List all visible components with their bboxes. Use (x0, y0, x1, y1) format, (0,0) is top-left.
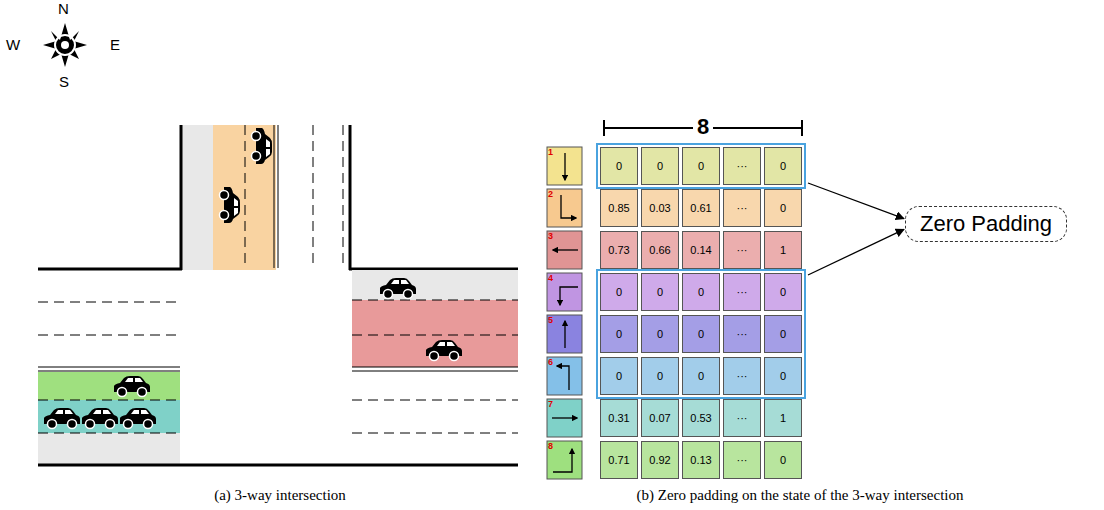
compass-rose (43, 23, 87, 67)
road (38, 125, 518, 465)
dimension-label: 8 (693, 114, 713, 140)
table-cell: 0 (600, 315, 638, 353)
table-cell: 0.31 (600, 399, 638, 437)
table-cell: 0 (641, 273, 679, 311)
callout-number: 6 (548, 357, 553, 367)
movement-icon (547, 147, 582, 479)
callout-number: 5 (548, 315, 553, 325)
table-cell: 0 (764, 357, 802, 395)
table-cell: 0 (764, 147, 802, 185)
table-cell: 0.85 (600, 189, 638, 227)
table-cell: 0.53 (682, 399, 720, 437)
table-cell: 0.71 (600, 441, 638, 479)
table-cell: 0.03 (641, 189, 679, 227)
table-cell: ··· (723, 189, 761, 227)
table-cell: ··· (723, 231, 761, 269)
table-cell: 0 (764, 315, 802, 353)
table-cell: 0 (641, 147, 679, 185)
table-cell: ··· (723, 399, 761, 437)
subfigure-caption: (b) Zero padding on the state of the 3-w… (637, 487, 964, 504)
table-cell: 1 (764, 231, 802, 269)
table-cell: 0 (764, 273, 802, 311)
table-cell: ··· (723, 357, 761, 395)
table-cell: 1 (764, 399, 802, 437)
table-cell: 0.73 (600, 231, 638, 269)
table-cell: ··· (723, 315, 761, 353)
highlight-box: 000···0000···0000···0 (596, 269, 806, 399)
pointer-arrow (808, 229, 904, 275)
table-cell: 0.92 (641, 441, 679, 479)
table-cell: 0 (682, 273, 720, 311)
table-cell: 0.07 (641, 399, 679, 437)
table-cell: 0 (641, 315, 679, 353)
callout-number: 7 (548, 399, 553, 409)
table-cell: 0.66 (641, 231, 679, 269)
pointer-arrow (808, 183, 904, 219)
compass-letter: W (6, 36, 20, 53)
table-cell: 0.13 (682, 441, 720, 479)
compass-letter: E (110, 36, 120, 53)
table-cell: 0 (682, 147, 720, 185)
table-cell: 0 (682, 357, 720, 395)
table-cell: 0.14 (682, 231, 720, 269)
callout-number: 1 (548, 147, 553, 157)
callout-box: Zero Padding (905, 206, 1067, 242)
table-cell: 0 (641, 357, 679, 395)
table-cell: 0 (600, 147, 638, 185)
car (44, 128, 462, 429)
table-cell: 0 (764, 441, 802, 479)
table-cell: 0 (600, 273, 638, 311)
highlight-box: 000···0 (596, 143, 806, 189)
compass-letter: S (59, 73, 69, 90)
compass-letter: N (58, 0, 69, 17)
table-cell: 0.61 (682, 189, 720, 227)
table-cell: 0 (600, 357, 638, 395)
table-cell: ··· (723, 273, 761, 311)
callout-text: Zero Padding (920, 211, 1052, 237)
callout-number: 4 (548, 273, 553, 283)
table-cell: 0 (764, 189, 802, 227)
subfigure-caption: (a) 3-way intersection (214, 487, 346, 504)
movement-arrow (552, 153, 578, 472)
table-cell: ··· (723, 441, 761, 479)
table-cell: ··· (723, 147, 761, 185)
callout-number: 3 (548, 231, 553, 241)
callout-number: 8 (548, 441, 553, 451)
callout-number: 2 (548, 189, 553, 199)
table-cell: 0 (682, 315, 720, 353)
